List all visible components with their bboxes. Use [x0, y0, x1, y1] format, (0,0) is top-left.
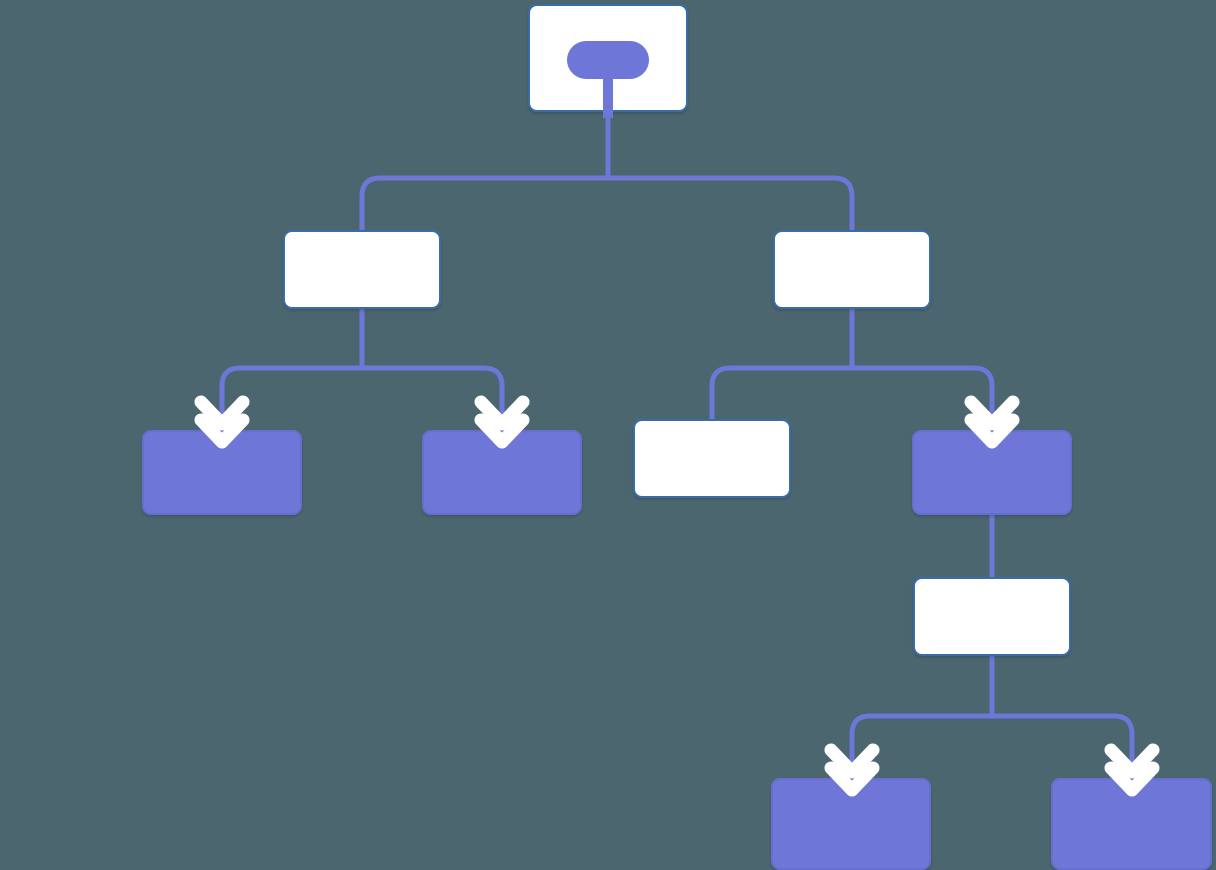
- root-stem-glyph: [603, 70, 613, 118]
- node-R2[interactable]: [913, 577, 1071, 656]
- node-R2a[interactable]: [771, 778, 931, 870]
- edge-root-to-L1: [359, 112, 611, 232]
- edge-L1-to-L1b: [359, 307, 505, 432]
- node-R1[interactable]: [773, 230, 931, 309]
- node-L1a[interactable]: [142, 430, 302, 515]
- edge-R1-to-R1b: [849, 307, 995, 432]
- edge-R2-to-R2b: [989, 654, 1135, 780]
- node-L1b[interactable]: [422, 430, 582, 515]
- edge-root-to-R1: [605, 112, 855, 232]
- node-R2b[interactable]: [1051, 778, 1212, 870]
- edge-L1-to-L1a: [219, 307, 365, 432]
- node-R1b[interactable]: [912, 430, 1072, 515]
- node-L1[interactable]: [283, 230, 441, 309]
- root-pill-glyph: [567, 41, 649, 79]
- edge-R2-to-R2a: [849, 654, 995, 780]
- edge-R1-to-R1a: [709, 307, 855, 421]
- node-R1a[interactable]: [633, 419, 791, 498]
